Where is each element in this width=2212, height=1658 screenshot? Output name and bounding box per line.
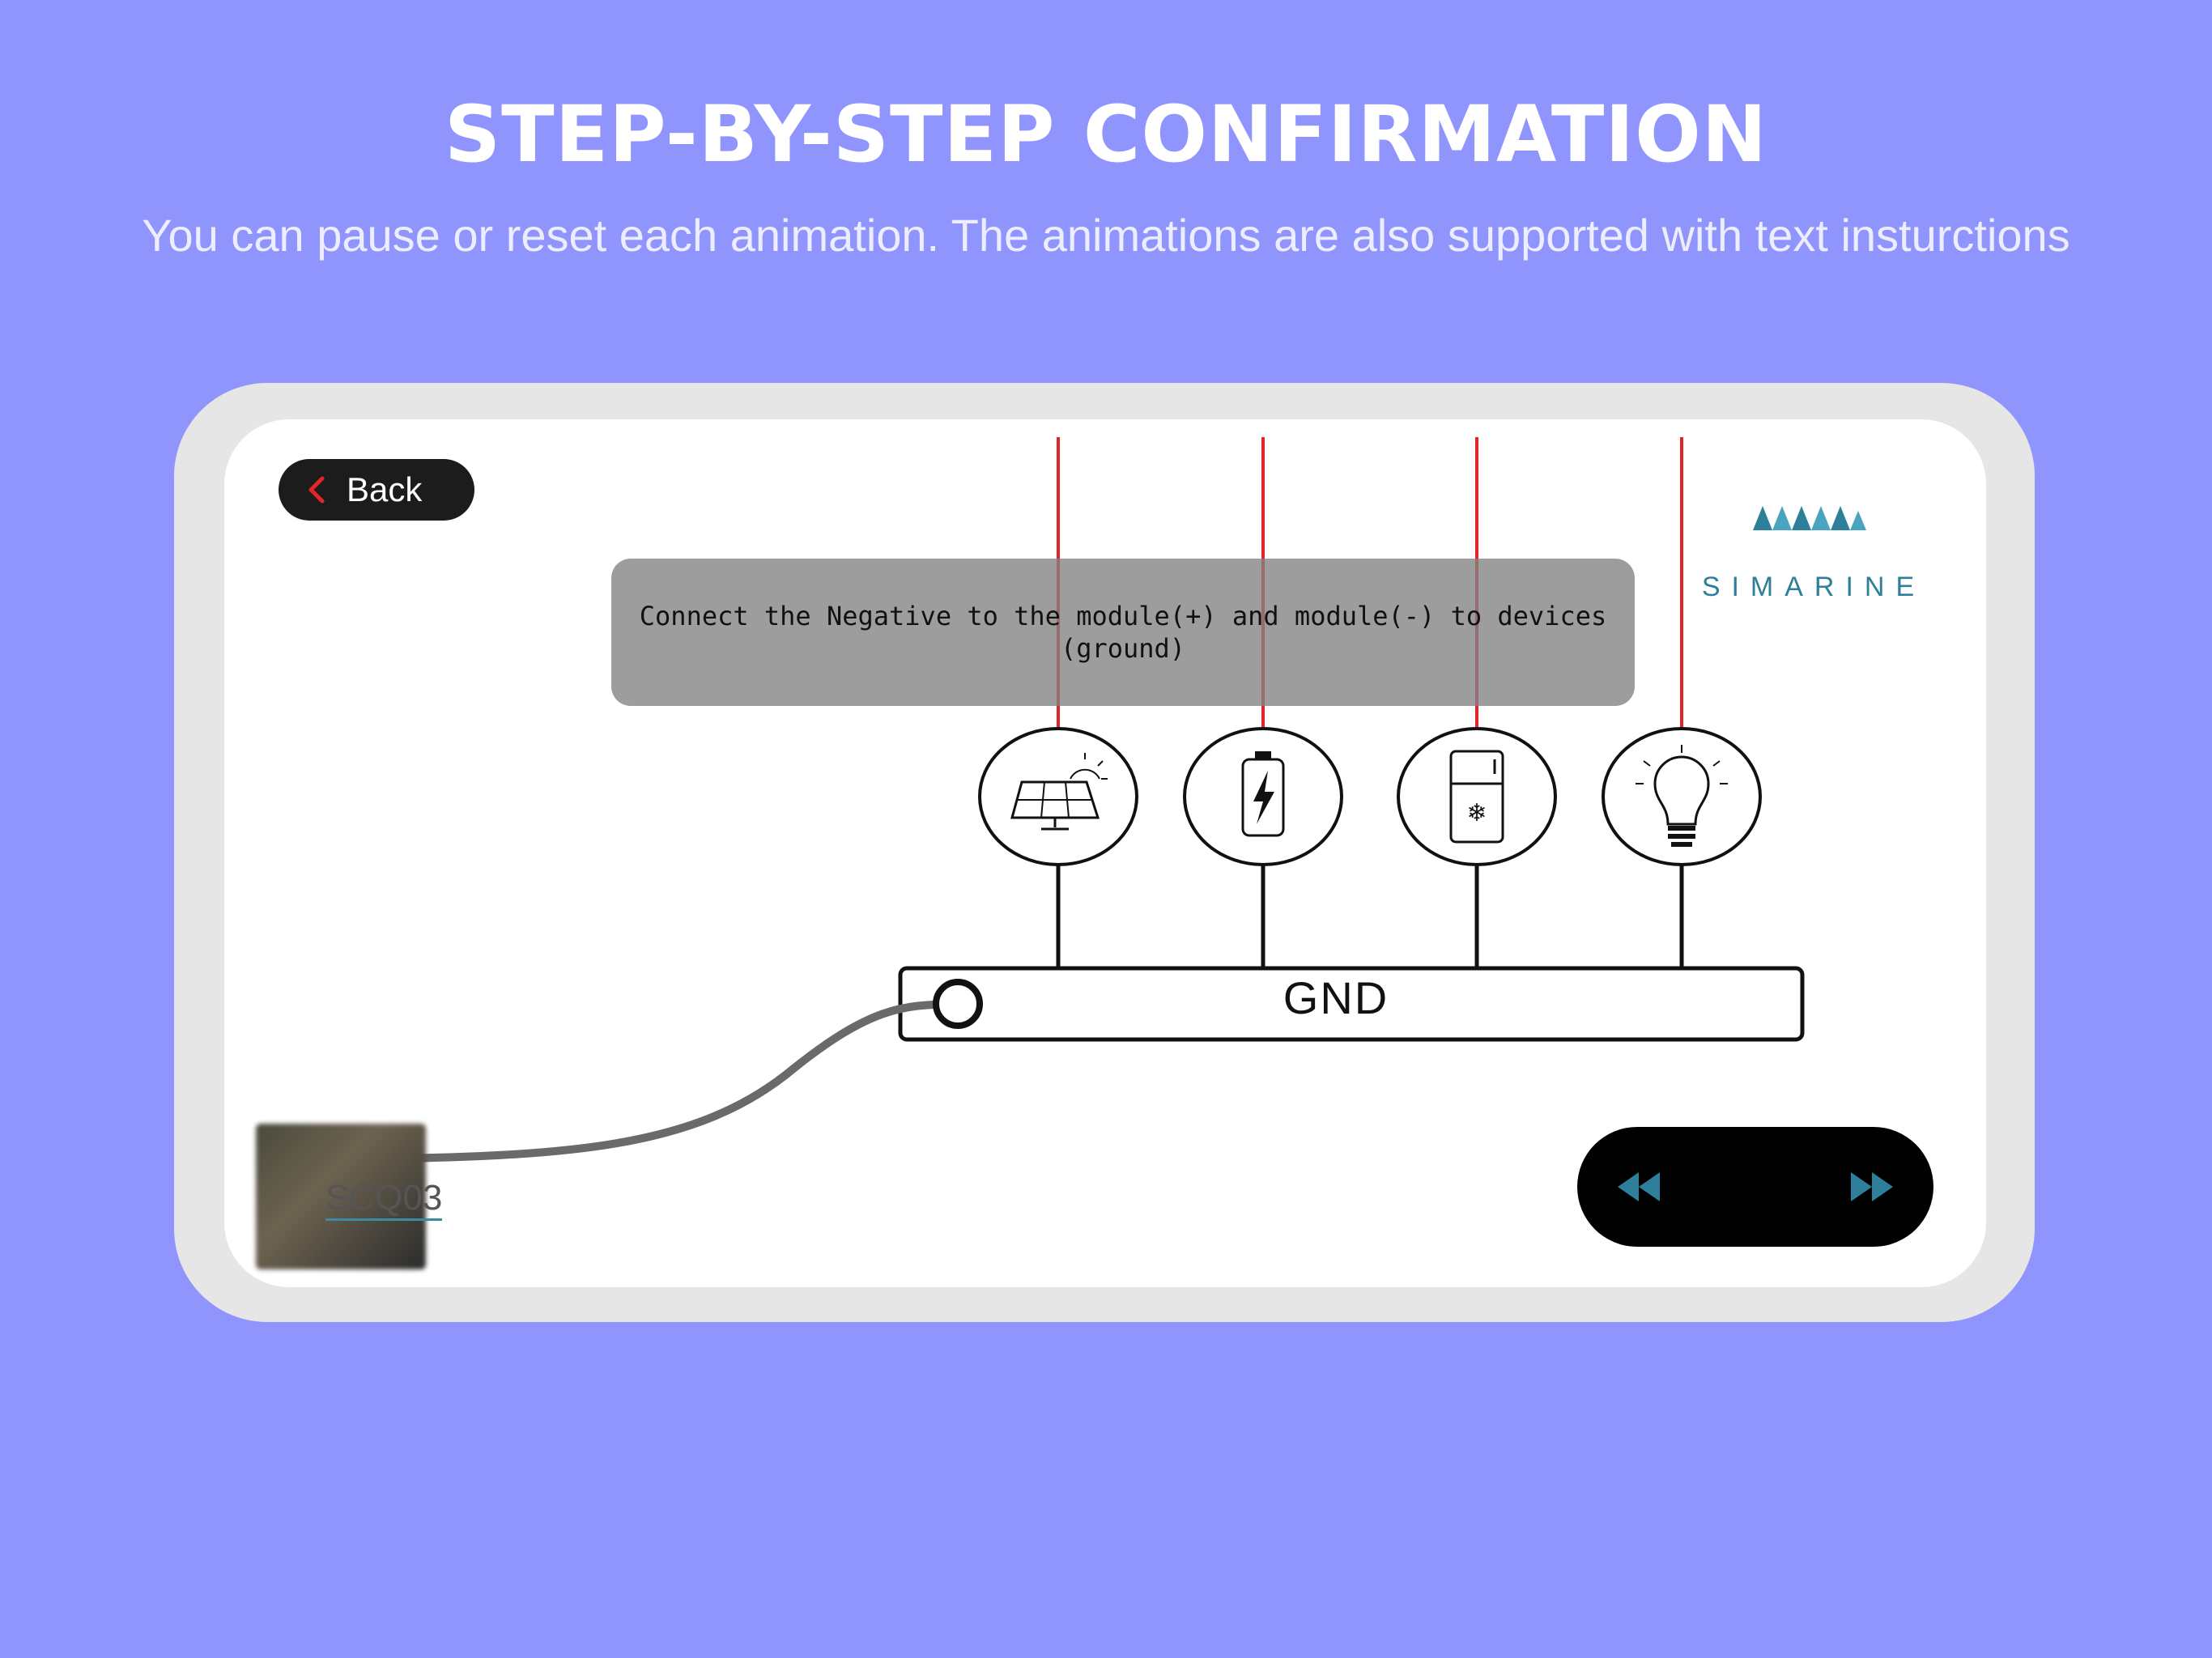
page-subtitle: You can pause or reset each animation. T… <box>142 210 2070 261</box>
light-bulb-icon <box>1602 727 1762 866</box>
battery-icon <box>1183 727 1343 866</box>
rewind-icon[interactable] <box>1614 1169 1663 1205</box>
instruction-text: Connect the Negative to the module(+) an… <box>639 601 1607 664</box>
fridge-icon: ❄ <box>1397 727 1557 866</box>
gnd-bus-bar <box>898 966 1805 1042</box>
gnd-label: GND <box>1283 972 1389 1023</box>
playback-controls <box>1577 1127 1933 1247</box>
svg-text:❄: ❄ <box>1466 799 1487 827</box>
module-cable <box>352 1000 959 1163</box>
module-image <box>256 1124 426 1269</box>
instruction-box: Connect the Negative to the module(+) an… <box>611 559 1635 706</box>
brand-name: SIMARINE <box>1701 572 1926 602</box>
module-label: SCQ03 <box>325 1178 443 1221</box>
simarine-logo-icon <box>1753 506 1866 530</box>
solar-panel-icon <box>978 727 1138 866</box>
gnd-terminal <box>933 979 983 1029</box>
chevron-left-icon <box>308 476 325 504</box>
back-label: Back <box>347 470 423 508</box>
back-button[interactable]: Back <box>279 459 474 521</box>
page-title: STEP-BY-STEP CONFIRMATION <box>444 89 1768 180</box>
fast-forward-icon[interactable] <box>1848 1169 1896 1205</box>
